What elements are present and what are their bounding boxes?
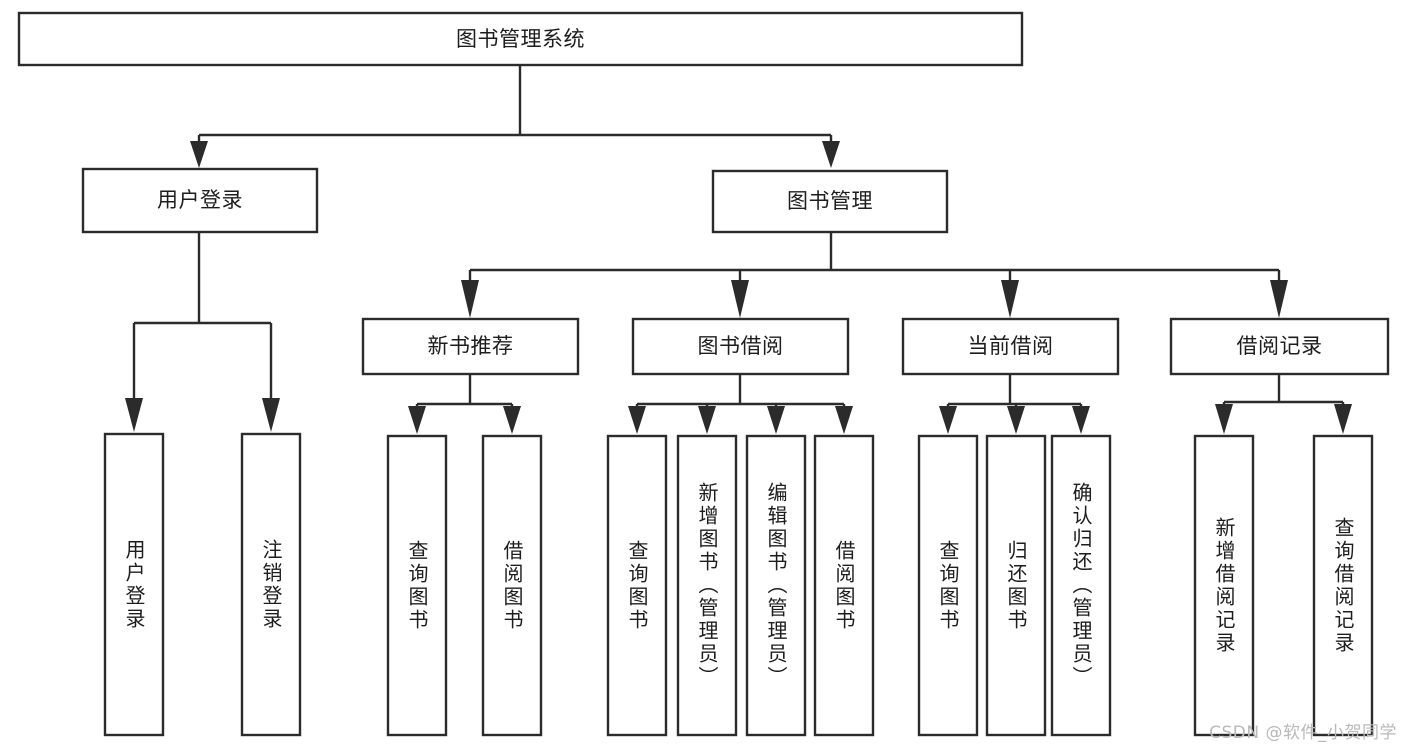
csdn-watermark: CSDN @软件_小贺同学 <box>1209 723 1397 743</box>
node-box-user-login[interactable] <box>81 167 319 234</box>
arrow-head-leaf-user-login <box>125 398 143 432</box>
node-box-leaf-add-record[interactable] <box>1193 434 1255 737</box>
arrow-head-leaf-borrow-book-1 <box>503 406 521 434</box>
node-box-leaf-borrow-book-2[interactable] <box>813 434 875 737</box>
connector-group-book-borrow <box>628 374 853 434</box>
connector-group-book-management <box>461 233 1288 318</box>
node-box-book-management[interactable] <box>711 169 949 234</box>
arrow-head-leaf-add-record <box>1215 404 1233 434</box>
arrow-head-leaf-add-book <box>698 406 716 434</box>
arrow-head-current-borrow <box>1001 280 1019 318</box>
node-box-leaf-query-book-1[interactable] <box>386 434 448 737</box>
node-box-leaf-user-login[interactable] <box>103 432 165 737</box>
arrow-head-borrow-record <box>1270 280 1288 318</box>
arrow-head-new-book-recommend <box>461 280 479 318</box>
arrow-head-leaf-query-record <box>1334 404 1352 434</box>
arrow-head-leaf-return-book <box>1007 406 1025 434</box>
node-box-book-borrow[interactable] <box>631 317 850 376</box>
arrow-head-leaf-logout-login <box>262 398 280 432</box>
connector-group-borrow-record <box>1215 374 1352 434</box>
node-box-leaf-edit-book[interactable] <box>745 434 807 737</box>
arrow-head-user-login <box>190 141 208 168</box>
node-box-leaf-query-book-3[interactable] <box>917 434 979 737</box>
node-box-leaf-return-book[interactable] <box>985 434 1047 737</box>
arrow-head-leaf-confirm-return <box>1072 406 1090 434</box>
node-box-borrow-record[interactable] <box>1169 317 1390 376</box>
node-box-leaf-add-book[interactable] <box>676 434 738 737</box>
arrow-head-book-management <box>822 141 840 168</box>
arrow-head-leaf-edit-book <box>767 406 785 434</box>
connector-group-current-borrow <box>939 374 1090 434</box>
node-box-leaf-borrow-book-1[interactable] <box>481 434 543 737</box>
arrow-head-leaf-query-book-1 <box>408 406 426 434</box>
arrow-head-leaf-query-book-2 <box>628 406 646 434</box>
arrow-head-book-borrow <box>731 280 749 318</box>
node-box-current-borrow[interactable] <box>901 317 1120 376</box>
arrow-head-leaf-query-book-3 <box>939 406 957 434</box>
node-box-title[interactable] <box>17 11 1024 67</box>
node-box-leaf-logout-login[interactable] <box>240 432 302 737</box>
connector-group-root <box>190 66 840 168</box>
connector-group-user-login <box>125 233 280 432</box>
arrow-head-leaf-borrow-book-2 <box>835 406 853 434</box>
node-box-new-book-recommend[interactable] <box>361 317 580 376</box>
connector-group-new-book-recommend <box>408 374 521 434</box>
node-box-leaf-confirm-return[interactable] <box>1050 434 1112 737</box>
node-box-leaf-query-record[interactable] <box>1312 434 1374 737</box>
node-box-leaf-query-book-2[interactable] <box>606 434 668 737</box>
